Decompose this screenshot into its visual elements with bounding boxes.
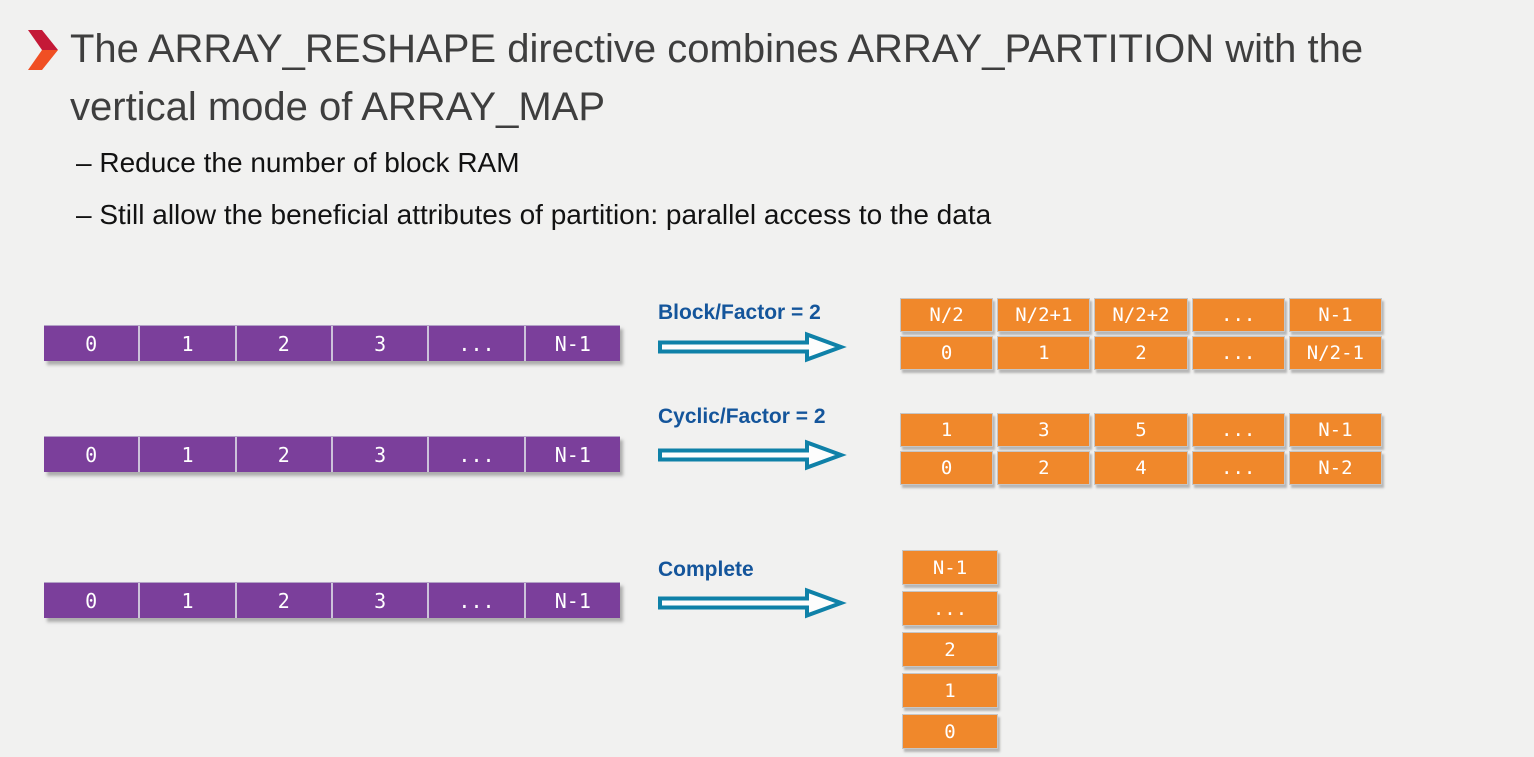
array-cell: N-1: [523, 437, 620, 472]
array-cell: 2: [234, 437, 331, 472]
result-cell: 1: [900, 413, 994, 447]
result-cell: N-1: [1288, 413, 1382, 447]
array-cell: N-1: [523, 326, 620, 361]
title-line-1: The ARRAY_RESHAPE directive combines ARR…: [70, 27, 1364, 71]
result-cell: 1: [997, 336, 1091, 370]
result-cell: ...: [1191, 336, 1285, 370]
result-cell: 2: [1094, 336, 1188, 370]
result-cell: N/2+2: [1094, 298, 1188, 332]
result-cell: N/2: [900, 298, 994, 332]
array-cell: ...: [427, 437, 524, 472]
result-cell: 0: [900, 336, 994, 370]
result-table-block: N/2 N/2+1 N/2+2 ... N-1 0 1 2 ... N/2-1: [900, 298, 1382, 370]
source-array-cyclic: 0 1 2 3 ... N-1: [44, 436, 620, 472]
slide-title: The ARRAY_RESHAPE directive combines ARR…: [70, 20, 1530, 136]
result-cell: N-1: [902, 550, 998, 585]
title-line-2: vertical mode of ARRAY_MAP: [70, 85, 606, 129]
array-cell: 1: [138, 437, 235, 472]
result-stack-complete: N-1 ... 2 1 0: [902, 550, 998, 749]
right-arrow-icon: [658, 587, 847, 619]
array-cell: 1: [138, 326, 235, 361]
result-cell: 5: [1094, 413, 1188, 447]
chevron-right-icon: [28, 30, 58, 70]
result-cell: N/2+1: [997, 298, 1091, 332]
transform-label-cyclic: Cyclic/Factor = 2: [658, 405, 826, 428]
array-cell: 2: [234, 583, 331, 618]
result-cell: N/2-1: [1288, 336, 1382, 370]
array-cell: ...: [427, 583, 524, 618]
array-cell: 2: [234, 326, 331, 361]
transform-label-block: Block/Factor = 2: [658, 301, 821, 324]
result-cell: N-1: [1288, 298, 1382, 332]
result-cell: 3: [997, 413, 1091, 447]
array-cell: N-1: [523, 583, 620, 618]
result-cell: ...: [1191, 413, 1285, 447]
result-table-cyclic: 1 3 5 ... N-1 0 2 4 ... N-2: [900, 413, 1382, 485]
result-cell: 0: [900, 451, 994, 485]
array-cell: ...: [427, 326, 524, 361]
sub-bullet-1: – Reduce the number of block RAM: [76, 147, 520, 178]
source-array-block: 0 1 2 3 ... N-1: [44, 325, 620, 361]
array-cell: 3: [330, 326, 428, 361]
array-cell: 3: [330, 583, 428, 618]
array-cell: 0: [44, 437, 139, 472]
sub-bullet-2: – Still allow the beneficial attributes …: [76, 199, 992, 230]
right-arrow-icon: [658, 331, 847, 363]
array-cell: 1: [138, 583, 235, 618]
result-cell: N-2: [1288, 451, 1382, 485]
result-cell: ...: [1191, 451, 1285, 485]
array-cell: 3: [330, 437, 428, 472]
source-array-complete: 0 1 2 3 ... N-1: [44, 582, 620, 618]
array-cell: 0: [44, 326, 139, 361]
result-cell: 2: [902, 632, 998, 667]
result-cell: 1: [902, 673, 998, 708]
transform-label-complete: Complete: [658, 558, 754, 581]
result-cell: 4: [1094, 451, 1188, 485]
array-cell: 0: [44, 583, 139, 618]
result-cell: 0: [902, 714, 998, 749]
right-arrow-icon: [658, 439, 847, 471]
result-cell: 2: [997, 451, 1091, 485]
result-cell: ...: [902, 591, 998, 626]
result-cell: ...: [1191, 298, 1285, 332]
